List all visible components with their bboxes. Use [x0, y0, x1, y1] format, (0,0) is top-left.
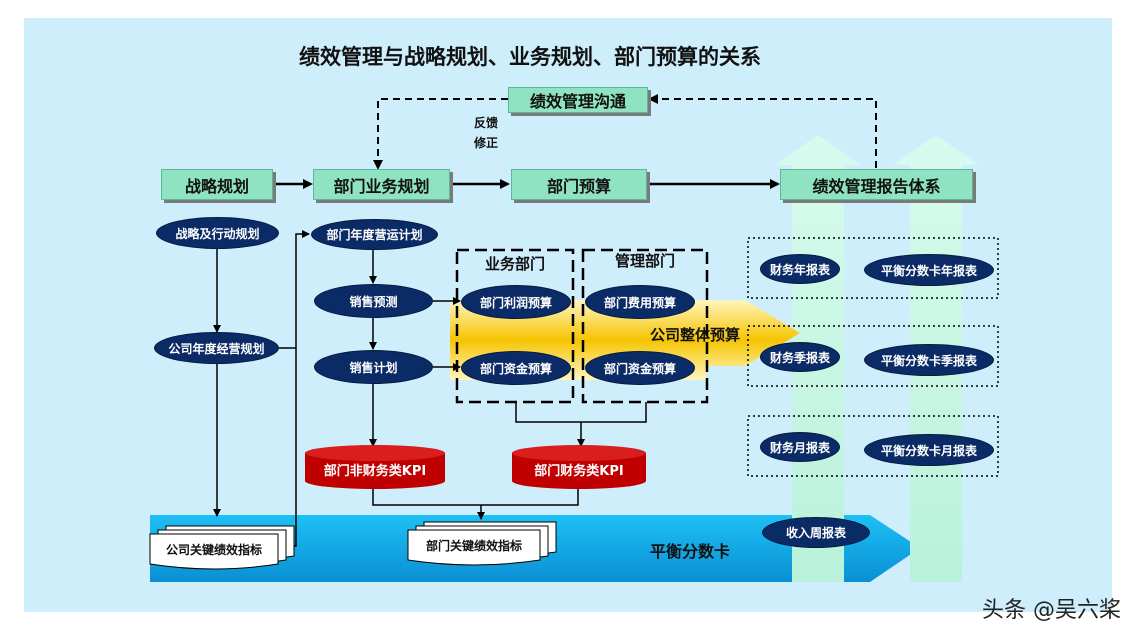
feedback-label-line1: 反馈	[473, 116, 498, 130]
feedback-label-line2: 修正	[473, 136, 498, 150]
diagram-title: 绩效管理与战略规划、业务规划、部门预算的关系	[299, 45, 761, 69]
strategy-box: 战略规划	[161, 169, 273, 200]
business-dept-frame	[455, 248, 575, 404]
annual-business-plan-pill: 公司年度经营规划	[154, 332, 279, 364]
financial-kpi-shape	[512, 445, 646, 489]
overall-budget-label: 公司整体预算	[650, 326, 741, 344]
weekly-revenue-report-pill: 收入周报表	[762, 517, 870, 548]
business-fund-budget-pill: 部门资金预算	[461, 351, 571, 385]
annual-finance-report-pill: 财务年报表	[760, 254, 840, 284]
dept-budget-box: 部门预算	[511, 169, 647, 200]
monthly-report-frame	[747, 415, 999, 477]
balanced-scorecard-label: 平衡分数卡	[650, 542, 731, 561]
monthly-scorecard-report-pill: 平衡分数卡月报表	[864, 434, 994, 466]
management-dept-header: 管理部门	[614, 252, 675, 270]
profit-budget-pill: 部门利润预算	[461, 285, 571, 319]
quarterly-scorecard-report-pill: 平衡分数卡季报表	[864, 344, 994, 376]
quarterly-report-frame	[747, 325, 999, 387]
dept-business-plan-box: 部门业务规划	[313, 169, 450, 200]
dept-kpi-label: 部门关键绩效指标	[425, 538, 522, 553]
expense-budget-pill: 部门费用预算	[585, 285, 695, 319]
connector-kpis	[372, 482, 579, 506]
annual-operation-plan-pill: 部门年度营运计划	[311, 219, 438, 250]
management-fund-budget-pill: 部门资金预算	[585, 351, 695, 385]
business-dept-header: 业务部门	[484, 255, 545, 273]
annual-scorecard-report-pill: 平衡分数卡年报表	[864, 254, 994, 286]
watermark: 头条 @吴六桨	[982, 598, 1121, 623]
non-financial-kpi-label: 部门非财务类KPI	[323, 463, 427, 479]
sales-forecast-pill: 销售预测	[314, 284, 433, 318]
communication-box: 绩效管理沟通	[508, 87, 648, 113]
feedback-label: 反馈 修正	[466, 113, 506, 153]
feedback-line-right	[648, 94, 877, 168]
company-kpi-label: 公司关键绩效指标	[165, 542, 262, 557]
management-dept-frame	[581, 248, 709, 404]
strategy-action-plan-pill: 战略及行动规划	[156, 217, 279, 249]
sales-plan-pill: 销售计划	[314, 350, 433, 384]
company-kpi-doc-stack	[149, 525, 295, 570]
quarterly-finance-report-pill: 财务季报表	[760, 342, 840, 372]
annual-report-frame	[747, 237, 999, 299]
report-system-box: 绩效管理报告体系	[780, 169, 973, 200]
dept-kpi-doc-stack	[407, 521, 557, 566]
financial-kpi-label: 部门财务类KPI	[534, 463, 624, 479]
non-financial-kpi-shape	[305, 445, 445, 489]
monthly-finance-report-pill: 财务月报表	[760, 432, 840, 462]
